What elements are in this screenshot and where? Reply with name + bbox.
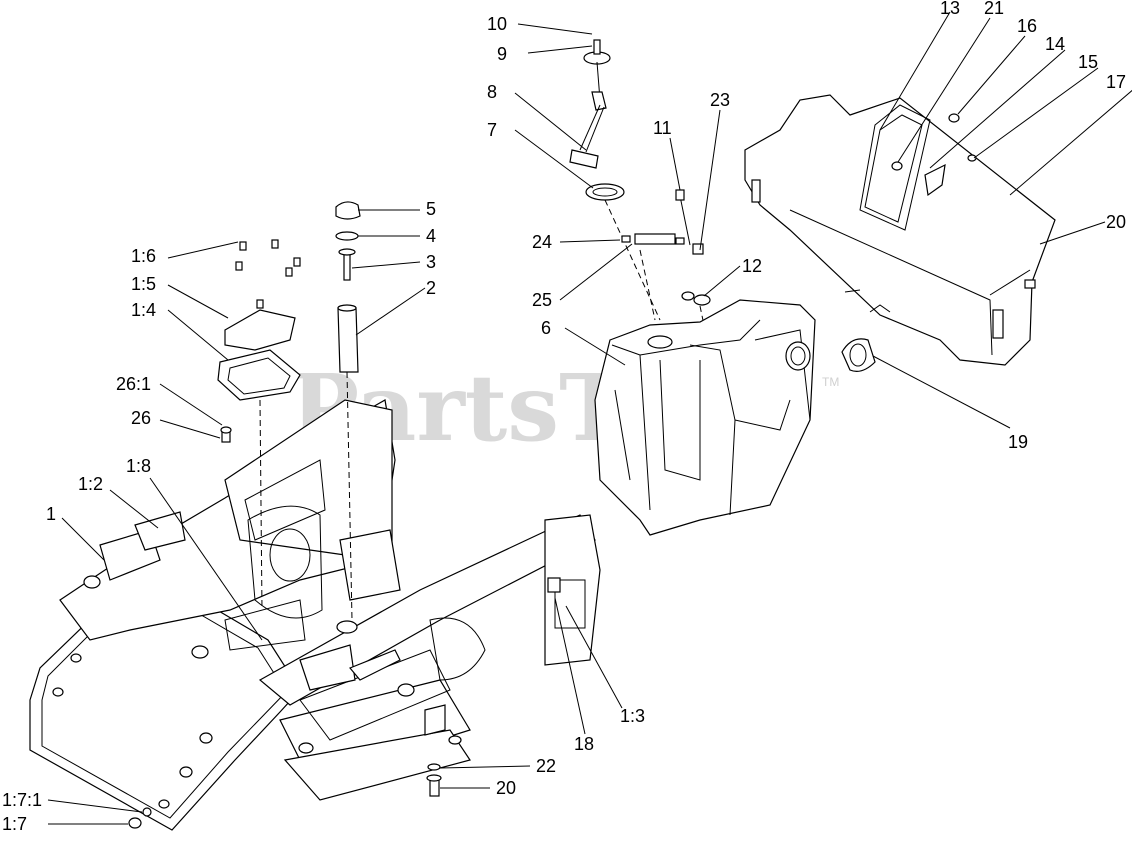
callout-17: 17 [1106,72,1126,92]
lower-hardware [128,763,442,829]
watermark-trademark: TM [822,375,839,389]
fuel-sender-assembly [569,39,711,331]
callout-25: 25 [532,290,552,310]
fuel-tank [594,299,876,536]
callout-8: 8 [487,82,497,102]
callout-4: 4 [426,226,436,246]
callout-13: 13 [940,0,960,18]
callout-22: 22 [536,756,556,776]
callout-11: 11 [653,118,672,138]
callout-23: 23 [710,90,730,110]
callout-1-2: 1:2 [78,474,103,494]
callout-1-6: 1:6 [131,246,156,266]
callout-20-upper: 20 [1106,212,1126,232]
callout-18: 18 [574,734,594,754]
callout-1-7: 1:7 [2,814,27,834]
callout-16: 16 [1017,16,1037,36]
callout-1: 1 [46,504,56,524]
frame-assembly [29,399,601,831]
callout-9: 9 [497,44,507,64]
callout-6: 6 [541,318,551,338]
callout-1-8: 1:8 [126,456,151,476]
callout-24: 24 [532,232,552,252]
callout-1-3: 1:3 [620,706,645,726]
fuel-gauge-plate-hardware [217,239,301,611]
callout-10: 10 [487,14,507,34]
callout-1-4: 1:4 [131,300,156,320]
callout-26: 26 [131,408,151,428]
callout-1-7-1: 1:7:1 [2,790,42,810]
leader-lines [47,11,1132,825]
callout-15: 15 [1078,52,1098,72]
callout-14: 14 [1045,34,1065,54]
callout-21: 21 [984,0,1004,18]
callout-19: 19 [1008,432,1028,452]
callout-12: 12 [742,256,762,276]
callout-7: 7 [487,120,497,140]
callout-20-lower: 20 [496,778,516,798]
callout-3: 3 [426,252,436,272]
callout-2: 2 [426,278,436,298]
callout-1-5: 1:5 [131,274,156,294]
callout-5: 5 [426,199,436,219]
filler-neck-assembly [335,201,361,621]
shield-panel [744,94,1056,366]
callout-26-1: 26:1 [116,374,151,394]
